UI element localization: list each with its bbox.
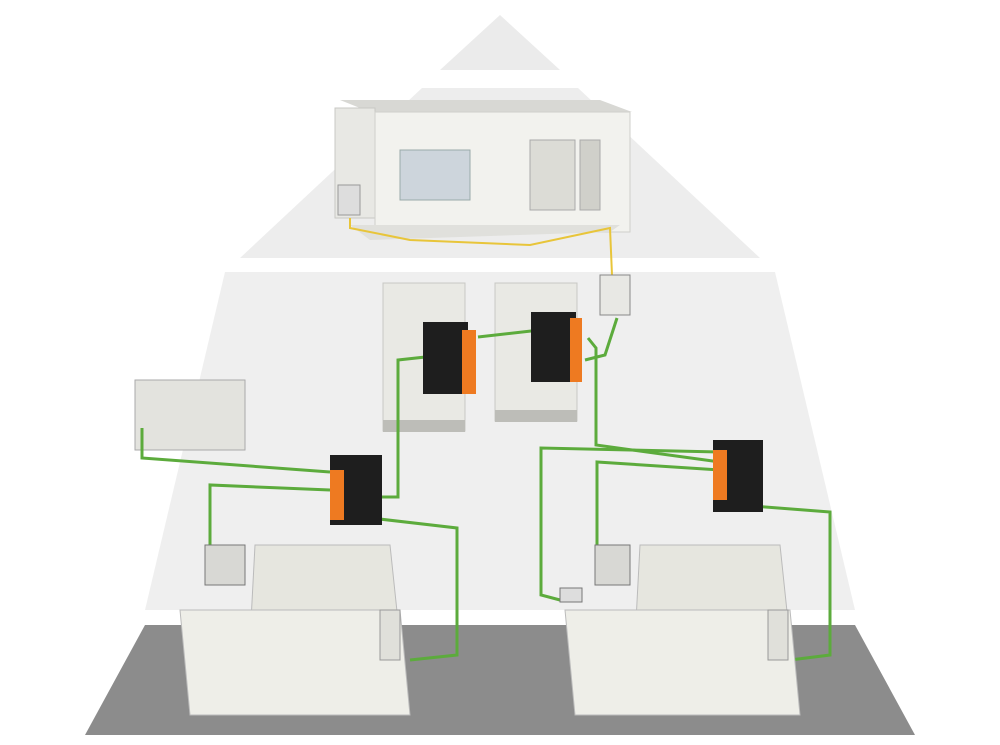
cable-switch4-cnc-right	[739, 503, 832, 662]
ethernet-cables	[140, 317, 832, 662]
connector-box	[599, 274, 631, 316]
cable-switch4-camera	[539, 446, 721, 602]
ethernet-switch-2	[531, 312, 582, 382]
ethernet-switch-1	[423, 322, 476, 394]
ethernet-switch-4	[713, 440, 763, 512]
cnc-machine-left	[179, 544, 411, 716]
cnc-machine-right	[564, 544, 801, 716]
cable-switch3-cnc-left	[344, 513, 459, 662]
plc-rack	[134, 379, 246, 451]
cable-plc-switch3	[140, 428, 331, 474]
pyramid-level-top	[440, 15, 560, 70]
cable-switch2-switch4	[586, 337, 721, 464]
cable-switch2-box	[584, 317, 619, 362]
cable-yellow-building	[349, 218, 613, 276]
cable-switch1-switch2	[477, 328, 541, 339]
cable-switch4-cnc-right-panel	[595, 460, 721, 545]
cable-switch3-cnc-left-panel	[208, 483, 331, 545]
ethernet-switch-3	[330, 455, 382, 525]
camera-sensor	[559, 587, 583, 603]
control-room-building	[334, 100, 632, 240]
pyramid-level-control	[145, 272, 855, 610]
